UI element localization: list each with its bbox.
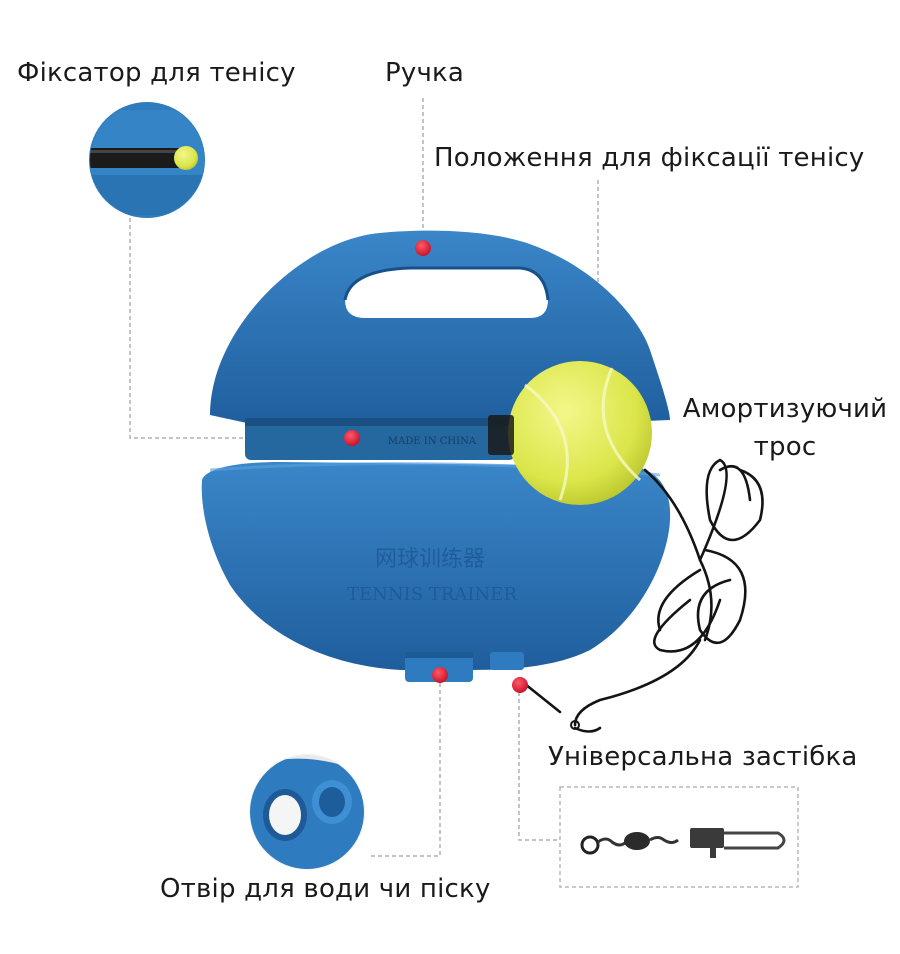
- cord-slot: [245, 418, 515, 460]
- label-elastic-cord-line2: трос: [753, 432, 817, 462]
- label-water-sand-hole: Отвір для води чи піску: [160, 874, 491, 904]
- elastic-cord: [518, 458, 764, 733]
- label-elastic-cord-line1: Амортизуючий: [682, 394, 888, 424]
- marker-water-hole: [432, 667, 448, 683]
- water-hole-plug: [405, 652, 473, 682]
- leader-clasp: [518, 685, 560, 841]
- clasp-inset-image: [580, 828, 786, 858]
- marker-tennis-holder: [344, 430, 360, 446]
- marker-clasp: [512, 677, 528, 693]
- embossed-cn-text: 网球训练器: [375, 547, 485, 572]
- label-elastic-cord: Амортизуючий трос: [680, 390, 890, 466]
- made-in-text: MADE IN CHINA: [388, 436, 477, 447]
- leader-water-hole: [368, 676, 441, 857]
- base-lower: [201, 462, 671, 670]
- label-handle: Ручка: [385, 58, 465, 88]
- label-universal-clasp: Універсальна застібка: [548, 742, 858, 772]
- markers: [344, 240, 528, 693]
- label-ball-position: Положення для фіксації тенісу: [434, 143, 865, 173]
- marker-handle: [415, 240, 431, 256]
- label-tennis-holder: Фіксатор для тенісу: [17, 58, 296, 88]
- tennis-holder-inset: [89, 102, 205, 218]
- water-hole-inset: [249, 754, 365, 870]
- tennis-ball: [508, 361, 652, 505]
- clasp-inset-box: [559, 786, 799, 888]
- embossed-en-text: TENNIS TRAINER: [347, 584, 517, 605]
- handle-opening: [345, 268, 548, 318]
